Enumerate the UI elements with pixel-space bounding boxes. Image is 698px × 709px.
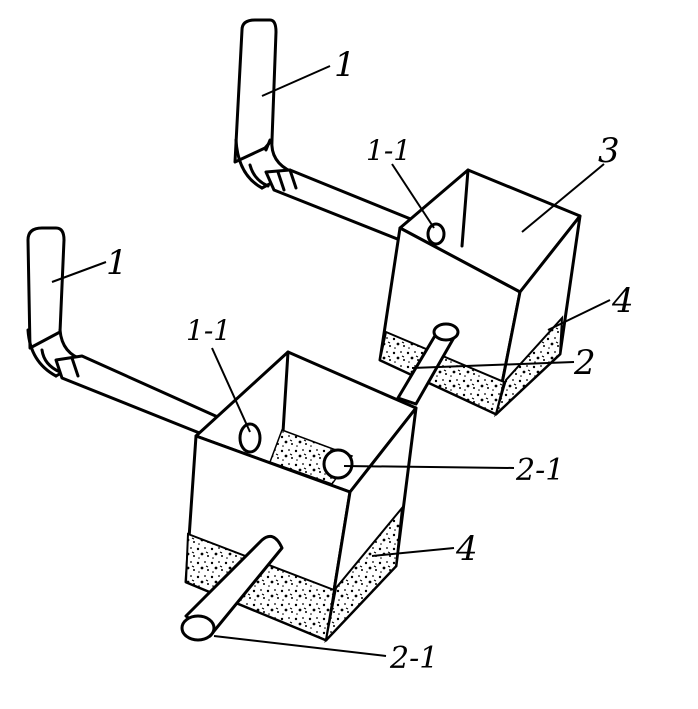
label-pipe-upper: 1 [334,45,356,85]
label-inlet-upper: 1-1 [366,134,411,167]
inner-outlet-opening [322,448,354,480]
label-outlet-bottom: 2-1 [389,641,438,676]
lower-inlet-opening [238,422,262,454]
label-pipe-lower: 1 [106,243,128,283]
label-inlet-lower: 1-1 [186,314,231,347]
label-filler-lower: 4 [455,529,478,569]
lower-unit [26,226,418,644]
upper-inlet-pipe [233,18,420,246]
label-connector: 2 [573,343,596,383]
lower-inlet-pipe [26,226,222,440]
connector-pipe [396,322,460,406]
labels: 1 1 1-1 1-1 3 4 2 2-1 4 2-1 [106,45,634,676]
label-container-upper: 3 [598,131,620,171]
bottom-outlet-pipe [180,534,284,642]
label-filler-upper: 4 [611,281,634,321]
leader-lines [51,65,611,657]
upper-inlet-opening [426,222,446,246]
label-outlet-inner: 2-1 [515,453,564,488]
